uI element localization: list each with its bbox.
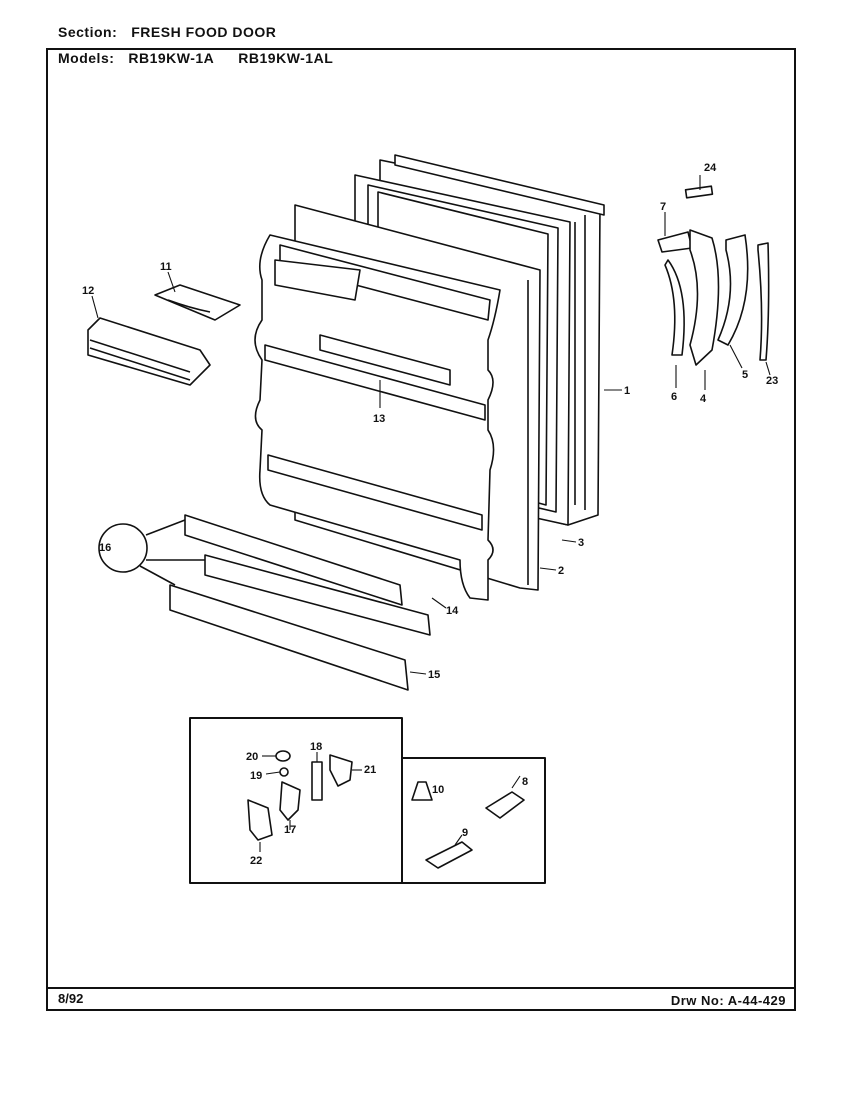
inner-liner-shelves: [254, 234, 501, 601]
models-heading: Models: RB19KW-1A RB19KW-1AL: [58, 50, 333, 66]
callout-2: 2: [558, 565, 564, 577]
callout-7: 7: [660, 201, 666, 213]
section-heading: Section: FRESH FOOD DOOR: [58, 24, 276, 40]
callout-21: 21: [364, 764, 376, 776]
callout-9: 9: [462, 827, 468, 839]
drawing-number-value: A-44-429: [727, 993, 786, 1008]
section-label: Section:: [58, 24, 118, 40]
callout-3: 3: [578, 537, 584, 549]
model-1: RB19KW-1A: [128, 50, 215, 66]
drawing-number: Drw No: A-44-429: [671, 993, 786, 1008]
footer-divider: [46, 987, 796, 989]
part-11-cover: [154, 284, 241, 321]
leader-lines: [91, 175, 771, 852]
callout-22: 22: [250, 855, 262, 867]
detail-16: [98, 519, 205, 586]
callout-11: 11: [160, 261, 172, 273]
callout-18: 18: [310, 741, 322, 753]
callout-4: 4: [700, 393, 707, 405]
callout-19: 19: [250, 770, 262, 782]
callout-17: 17: [284, 824, 296, 836]
models-label: Models:: [58, 50, 115, 66]
callout-12: 12: [82, 285, 94, 297]
inset-right-parts: [411, 781, 525, 869]
inset-box-right: [401, 757, 546, 884]
door-rails: [169, 514, 431, 691]
callout-6: 6: [671, 391, 677, 403]
callout-5: 5: [742, 369, 748, 381]
callout-16: 16: [99, 542, 111, 554]
revision-date: 8/92: [58, 991, 84, 1006]
section-value: FRESH FOOD DOOR: [131, 24, 277, 40]
callout-10: 10: [432, 784, 444, 796]
part-12-dairy-bin: [87, 317, 211, 386]
model-2: RB19KW-1AL: [238, 50, 334, 66]
callout-1: 1: [624, 385, 630, 397]
callout-20: 20: [246, 751, 258, 763]
callout-8: 8: [522, 776, 528, 788]
callout-23: 23: [766, 375, 778, 387]
drawing-label: Drw No:: [670, 993, 725, 1008]
diagram-frame: [46, 48, 796, 1011]
callout-15: 15: [428, 669, 440, 681]
callout-13: 13: [373, 413, 385, 425]
callout-24: 24: [704, 162, 717, 174]
inset-left-parts: [247, 750, 353, 841]
hinge-parts: [657, 185, 770, 366]
callout-14: 14: [446, 605, 459, 617]
